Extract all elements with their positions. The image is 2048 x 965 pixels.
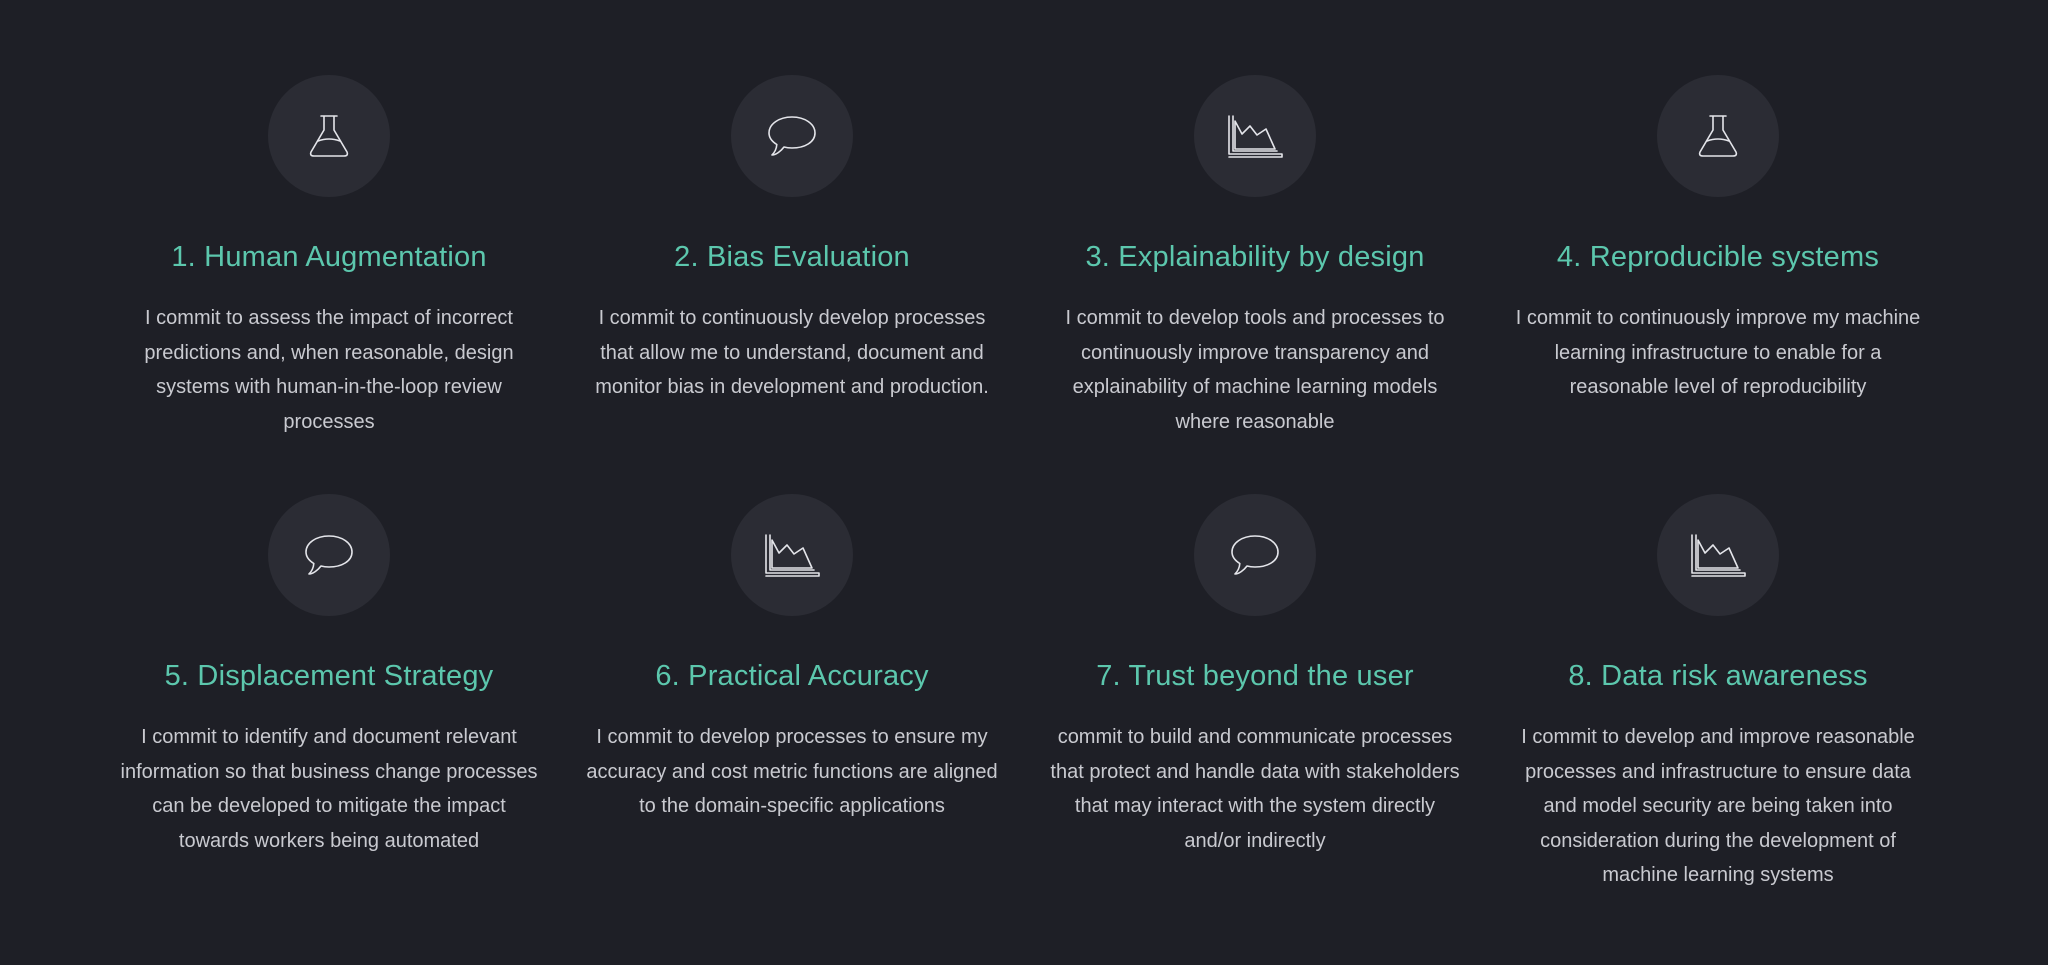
principle-card-2: 2. Bias Evaluation I commit to continuou… (577, 75, 1007, 405)
principle-card-7: 7. Trust beyond the user commit to build… (1040, 494, 1470, 858)
principle-title: 7. Trust beyond the user (1096, 660, 1414, 692)
principle-description: I commit to continuously develop process… (595, 307, 989, 398)
area-chart-icon (765, 534, 820, 577)
principle-card-6: 6. Practical Accuracy I commit to develo… (577, 494, 1007, 824)
principle-icon-circle (268, 75, 390, 197)
principle-card-4: 4. Reproducible systems I commit to cont… (1503, 75, 1933, 405)
principle-description: I commit to continuously improve my mach… (1515, 307, 1921, 398)
flask-icon (309, 115, 349, 157)
principle-title: 2. Bias Evaluation (674, 241, 910, 273)
principle-card-8: 8. Data risk awareness I commit to devel… (1503, 494, 1933, 893)
area-chart-icon (1691, 534, 1746, 577)
flask-icon (1698, 115, 1738, 157)
principle-icon-circle (731, 494, 853, 616)
principle-title: 6. Practical Accuracy (655, 660, 929, 692)
speech-bubble-icon (768, 116, 816, 156)
principle-icon-circle (1657, 494, 1779, 616)
principle-icon-circle (731, 75, 853, 197)
principle-title: 3. Explainability by design (1085, 241, 1425, 273)
principle-card-5: 5. Displacement Strategy I commit to ide… (114, 494, 544, 858)
area-chart-icon (1228, 115, 1283, 158)
principle-description: commit to build and communicate processe… (1050, 726, 1460, 852)
principle-description: I commit to develop processes to ensure … (586, 726, 998, 817)
principle-description: I commit to develop tools and processes … (1065, 307, 1445, 433)
principle-title: 1. Human Augmentation (171, 241, 487, 273)
principle-card-3: 3. Explainability by design I commit to … (1040, 75, 1470, 439)
principle-icon-circle (1194, 75, 1316, 197)
principle-title: 5. Displacement Strategy (164, 660, 494, 692)
principle-card-1: 1. Human Augmentation I commit to assess… (114, 75, 544, 439)
principle-description: I commit to assess the impact of incorre… (144, 307, 514, 433)
principle-description: I commit to develop and improve reasonab… (1521, 726, 1915, 886)
principle-description: I commit to identify and document releva… (120, 726, 538, 852)
principle-icon-circle (1194, 494, 1316, 616)
principle-icon-circle (1657, 75, 1779, 197)
speech-bubble-icon (305, 535, 353, 575)
principle-title: 8. Data risk awareness (1568, 660, 1868, 692)
principle-title: 4. Reproducible systems (1556, 241, 1880, 273)
principle-icon-circle (268, 494, 390, 616)
speech-bubble-icon (1231, 535, 1279, 575)
